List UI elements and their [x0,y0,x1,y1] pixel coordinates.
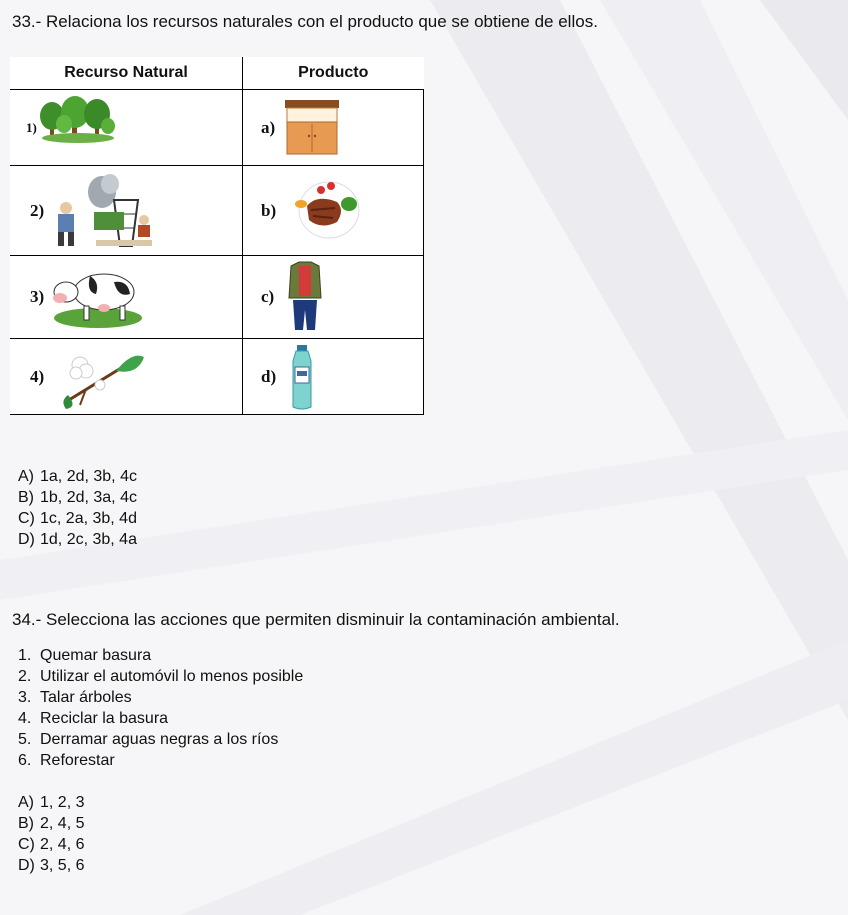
option-a[interactable]: A)1, 2, 3 [18,794,85,811]
cow-icon [53,273,142,328]
plastic-bottle-icon [292,345,312,410]
product-cell-a: a) [242,89,424,166]
option-b[interactable]: B)2, 4, 5 [18,815,85,832]
action-item: 4.Reciclar la basura [18,710,169,727]
question-34-title: 34.- Selecciona las acciones que permite… [12,610,620,629]
oil-well-icon [58,174,152,247]
action-item: 3.Talar árboles [18,689,132,706]
resource-cell-3: 3) [10,255,243,339]
resource-number: 2) [30,200,45,220]
product-cell-c: c) [242,255,424,339]
question-33-title: 33.- Relaciona los recursos naturales co… [12,12,598,31]
matching-table: Recurso Natural Producto 1) [10,57,424,415]
resource-cell-2: 2) [10,165,243,256]
option-a[interactable]: A)1a, 2d, 3b, 4c [18,468,137,485]
header-recurso-natural: Recurso Natural [10,57,243,90]
steak-plate-icon [295,181,360,239]
cotton-plant-icon [63,355,144,409]
question-34-options: A)1, 2, 3 B)2, 4, 5 C)2, 4, 6 D)3, 5, 6 [18,792,84,876]
clothes-icon [288,261,322,330]
option-c[interactable]: C)2, 4, 6 [18,836,85,853]
question-33-options: A)1a, 2d, 3b, 4c B)1b, 2d, 3a, 4c C)1c, … [18,466,137,550]
option-c[interactable]: C)1c, 2a, 3b, 4d [18,510,137,527]
question-34-action-list: 1.Quemar basura 2.Utilizar el automóvil … [18,645,303,771]
product-cell-b: b) [242,165,424,256]
product-letter: b) [261,200,277,220]
product-letter: a) [261,117,276,137]
action-item: 2.Utilizar el automóvil lo menos posible [18,668,304,685]
action-item: 1.Quemar basura [18,647,152,664]
action-item: 5.Derramar aguas negras a los ríos [18,731,279,748]
resource-number: 3) [30,287,45,306]
resource-number: 4) [30,366,45,386]
option-d[interactable]: D)3, 5, 6 [18,857,85,874]
product-letter: d) [261,366,277,386]
option-b[interactable]: B)1b, 2d, 3a, 4c [18,489,137,506]
product-letter: c) [261,287,275,306]
forest-icon [40,96,115,143]
resource-cell-4: 4) [10,338,243,415]
option-d[interactable]: D)1d, 2c, 3b, 4a [18,531,137,548]
action-item: 6.Reforestar [18,752,115,769]
cabinet-icon [285,100,339,155]
resource-cell-1: 1) [10,89,243,166]
resource-number: 1) [26,119,37,135]
product-cell-d: d) [242,338,424,415]
header-producto: Producto [242,57,424,90]
